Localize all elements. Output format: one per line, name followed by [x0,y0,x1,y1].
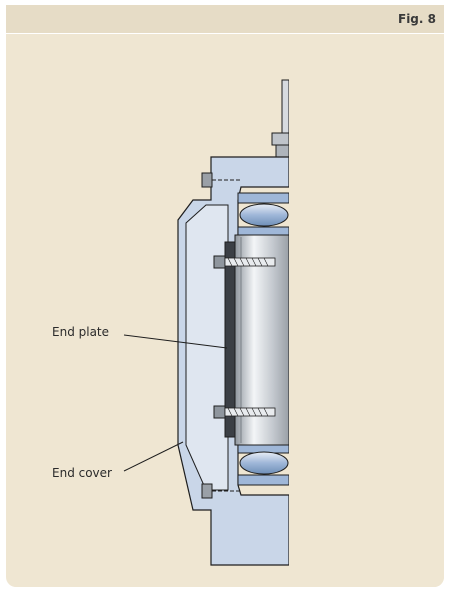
figure-panel: Fig. 8 [6,5,444,587]
lower-housing-bolt [201,483,242,499]
upper-housing-bolt [201,172,242,188]
lower-roller-set [237,444,290,486]
end-cover-label: End cover [52,466,112,480]
bearing-housing-drawing [123,65,444,587]
end-cover [185,204,229,491]
upper-plate-screw [213,255,276,269]
lower-plate-screw [213,405,276,419]
figure-number: Fig. 8 [398,12,436,26]
end-plate-label: End plate [52,325,110,339]
figure-header-bar: Fig. 8 [6,5,444,34]
end-plate-leader [123,334,228,349]
upper-roller-set [237,192,290,236]
end-cover-leader [123,441,184,472]
